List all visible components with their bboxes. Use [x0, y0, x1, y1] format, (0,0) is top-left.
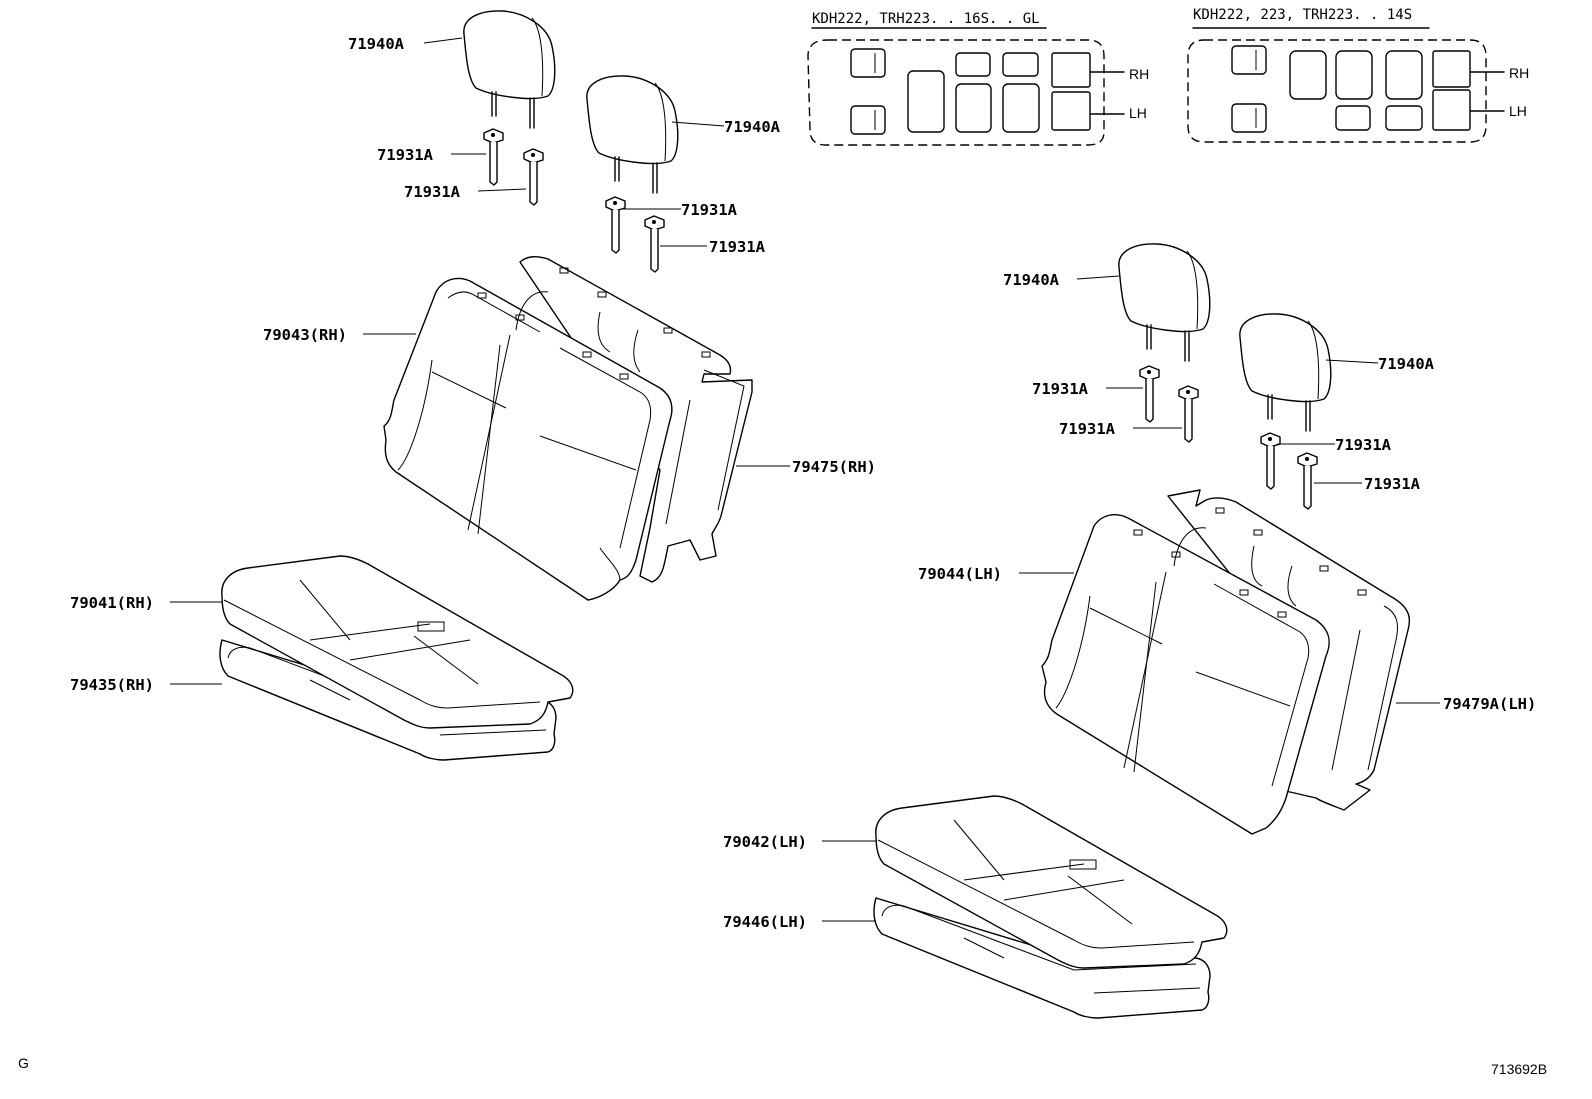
- seatback-rh-drawing: [383, 256, 753, 601]
- label-support-5: 71931A: [1032, 380, 1089, 398]
- headrest-drawing-2: [586, 75, 679, 194]
- label-seatback-cover-rh: 79475(RH): [792, 458, 876, 476]
- lh-marker-left: LH: [1129, 105, 1147, 121]
- lh-marker-right: LH: [1509, 103, 1527, 119]
- layout-inset-left: [807, 27, 1125, 146]
- label-cushion-pad-rh: 79435(RH): [70, 676, 154, 694]
- rh-marker-right: RH: [1509, 65, 1529, 81]
- footer-left-code: G: [18, 1055, 29, 1071]
- label-support-8: 71931A: [1364, 475, 1421, 493]
- diagram-code: 713692B: [1491, 1061, 1547, 1077]
- label-support-4: 71931A: [709, 238, 766, 256]
- seat-cushion-rh-drawing: [219, 555, 574, 761]
- label-cushion-cover-rh: 79041(RH): [70, 594, 154, 612]
- layout-inset-right: [1187, 27, 1505, 143]
- headrest-drawing-3: [1118, 243, 1211, 362]
- label-support-1: 71931A: [377, 146, 434, 164]
- support-drawing-8: [1297, 452, 1318, 510]
- seatback-lh-drawing: [1041, 489, 1411, 835]
- support-drawing-5: [1139, 365, 1160, 423]
- variant-header-left: KDH222, TRH223. . 16S. . GL: [812, 11, 1040, 27]
- seat-cushion-lh-drawing: [873, 795, 1228, 1019]
- label-headrest-2: 71940A: [724, 118, 781, 136]
- support-drawing-2: [523, 148, 544, 206]
- support-drawing-6: [1178, 385, 1199, 443]
- label-headrest-4: 71940A: [1378, 355, 1435, 373]
- support-drawing-3: [605, 196, 626, 254]
- headrest-drawing-1: [463, 10, 556, 129]
- label-seatback-cover-lh: 79479A(LH): [1443, 695, 1536, 713]
- label-cushion-pad-lh: 79446(LH): [723, 913, 807, 931]
- headrest-drawing-4: [1239, 313, 1332, 432]
- label-support-7: 71931A: [1335, 436, 1392, 454]
- label-cushion-cover-lh: 79042(LH): [723, 833, 807, 851]
- support-drawing-4: [644, 215, 665, 273]
- label-seatback-rh: 79043(RH): [263, 326, 347, 344]
- label-seatback-lh: 79044(LH): [918, 565, 1002, 583]
- variant-header-right: KDH222, 223, TRH223. . 14S: [1193, 7, 1412, 23]
- label-support-6: 71931A: [1059, 420, 1116, 438]
- support-drawing-1: [483, 128, 504, 186]
- rh-marker-left: RH: [1129, 66, 1149, 82]
- label-headrest-3: 71940A: [1003, 271, 1060, 289]
- label-support-3: 71931A: [681, 201, 738, 219]
- label-headrest-1: 71940A: [348, 35, 405, 53]
- leader-lines: [170, 37, 1440, 922]
- support-drawing-7: [1260, 432, 1281, 490]
- label-support-2: 71931A: [404, 183, 461, 201]
